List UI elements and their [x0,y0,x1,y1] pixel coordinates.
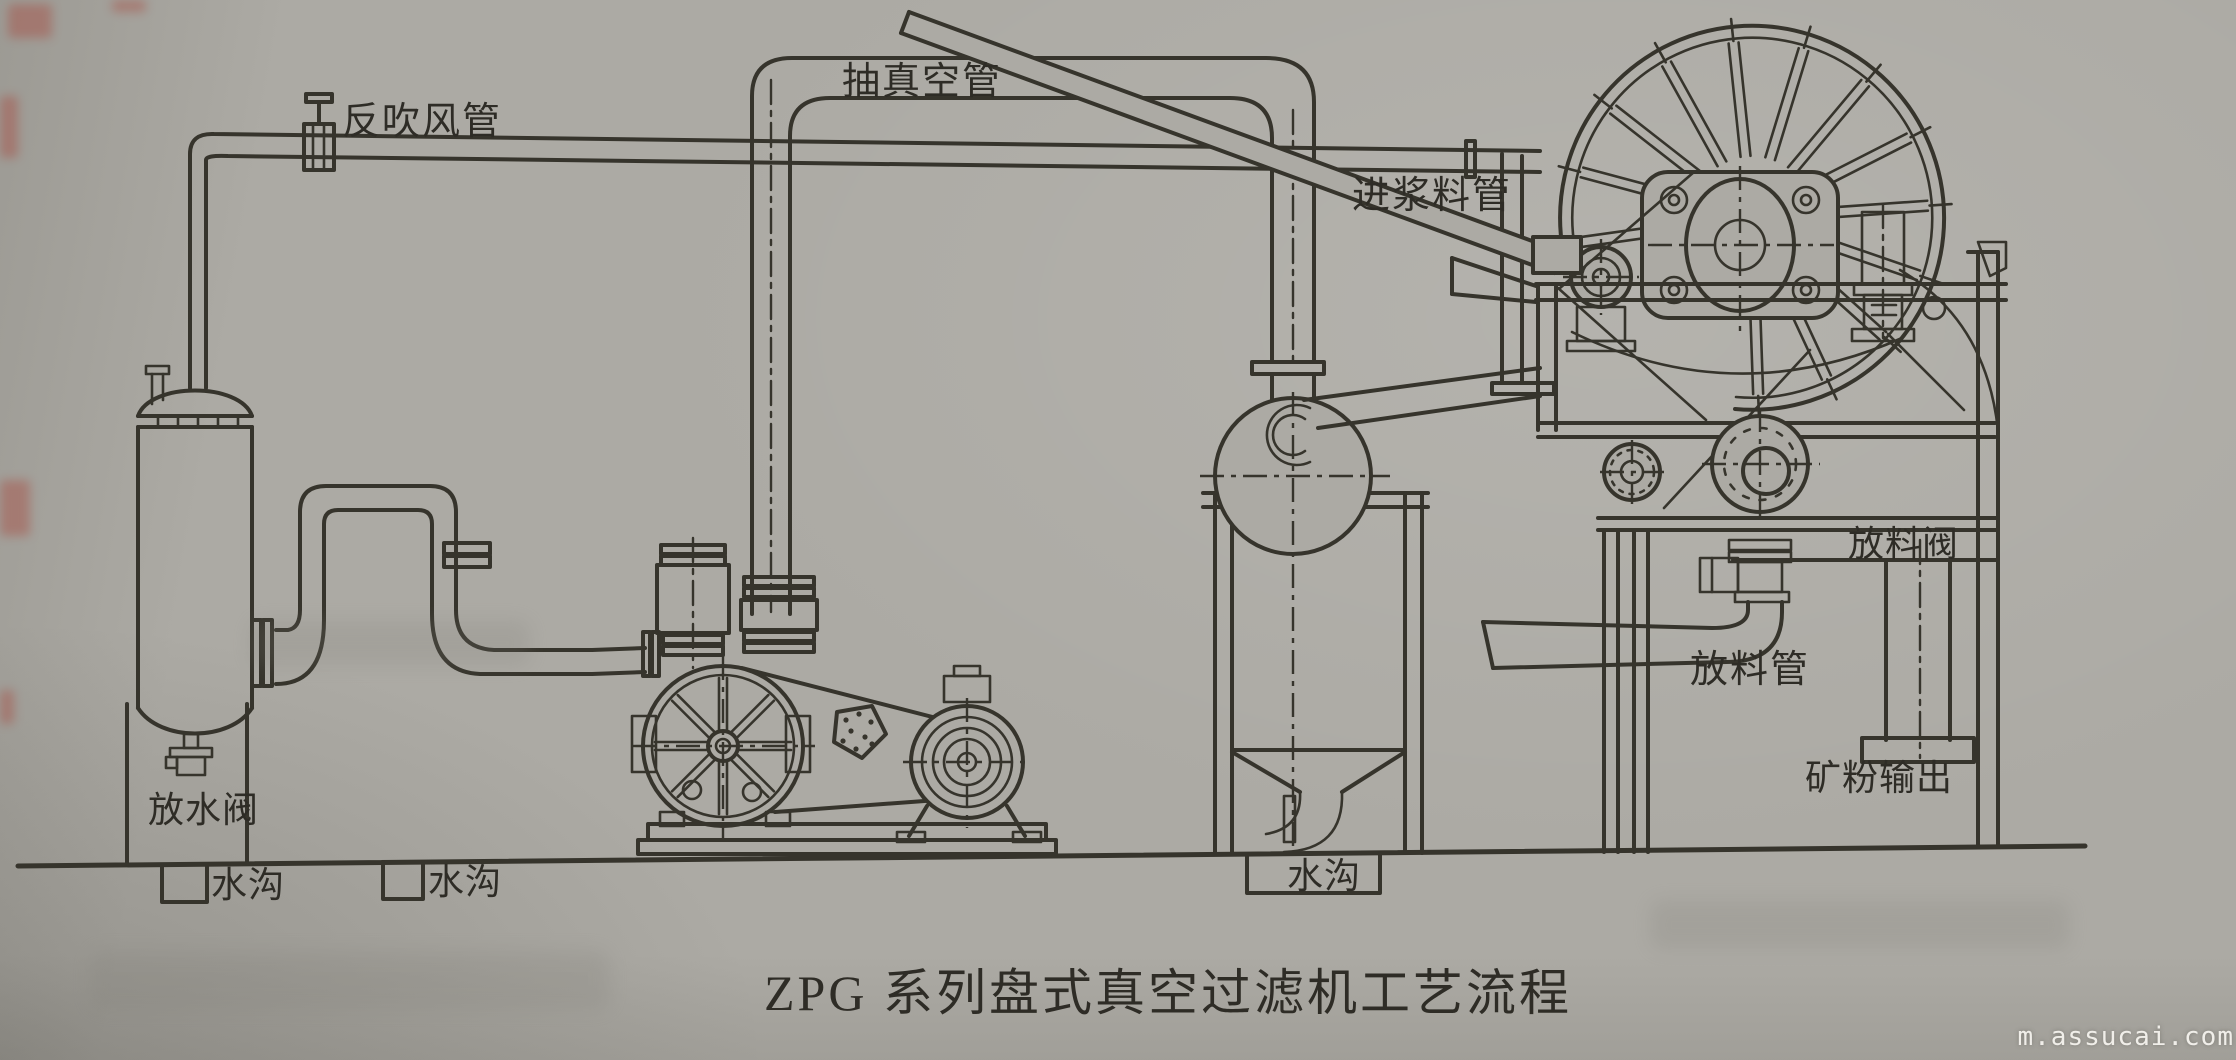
valve-head-pipe [1490,152,1556,396]
filter-disc [1551,17,1954,420]
drive-belt [740,666,954,814]
pump-base [636,822,1058,856]
bleed-mark [0,96,18,158]
blowback-pipe [188,92,1542,390]
label-discharge-valve: 放料阀 [1848,524,1959,564]
drive-gear [1600,440,1664,504]
page-smudge [90,950,610,1010]
label-blowback-pipe: 反吹风管 [342,101,502,143]
pump-flywheel [630,656,815,842]
belt-guard [832,704,888,760]
water-ditch-3 [1245,852,1382,895]
separator-sphere [1200,360,1542,848]
tank-pump-pipe [250,484,661,688]
vacuum-pump-set [590,536,1058,856]
discharge-pipe [1481,600,1784,670]
motor [895,664,1043,844]
shaft-bearing [1563,239,1639,353]
label-ditch-3: 水沟 [1287,856,1361,896]
pump-suction-stack [590,536,731,676]
label-ore-output: 矿粉输出 [1805,758,1953,798]
output-chute [1860,538,1976,764]
page-smudge [1650,900,2070,950]
tank-vent-nozzle [144,364,171,406]
vacuum-pipe-u [750,56,1316,616]
blowback-valve [302,92,336,172]
diagram-labels: 反吹风管 抽真空管 进浆料管 放水阀 水沟 水沟 水沟 放料阀 放料管 矿粉输出 [148,61,1959,905]
figure-caption: ZPG 系列盘式真空过滤机工艺流程 [764,965,1572,1021]
bleed-mark [0,690,14,724]
water-ditch-1 [160,863,209,904]
page-smudge [250,620,530,666]
filtrate-pipe [1302,366,1542,430]
water-ditch-2 [381,860,425,901]
slurry-feed-pipe [899,10,1564,275]
disc-filter-machine [1450,17,2008,854]
label-ditch-2: 水沟 [428,862,502,902]
discharge-valve [1698,538,1793,604]
watermark: m.assucai.com [2017,1022,2234,1052]
bleed-mark [0,480,30,536]
pump-inlet-stack [739,575,819,654]
label-discharge-pipe: 放料管 [1690,649,1810,691]
label-drain-valve: 放水阀 [148,790,259,830]
bleed-mark [8,4,52,38]
label-slurry-feed-pipe: 进浆料管 [1352,175,1512,217]
label-ditch-1: 水沟 [211,865,285,905]
bleed-mark [112,0,146,12]
drain-valve [164,732,214,777]
ring-bearing [1702,408,1820,522]
label-vacuum-pipe: 抽真空管 [842,61,1002,103]
feed-inlet-box [1531,235,1583,275]
